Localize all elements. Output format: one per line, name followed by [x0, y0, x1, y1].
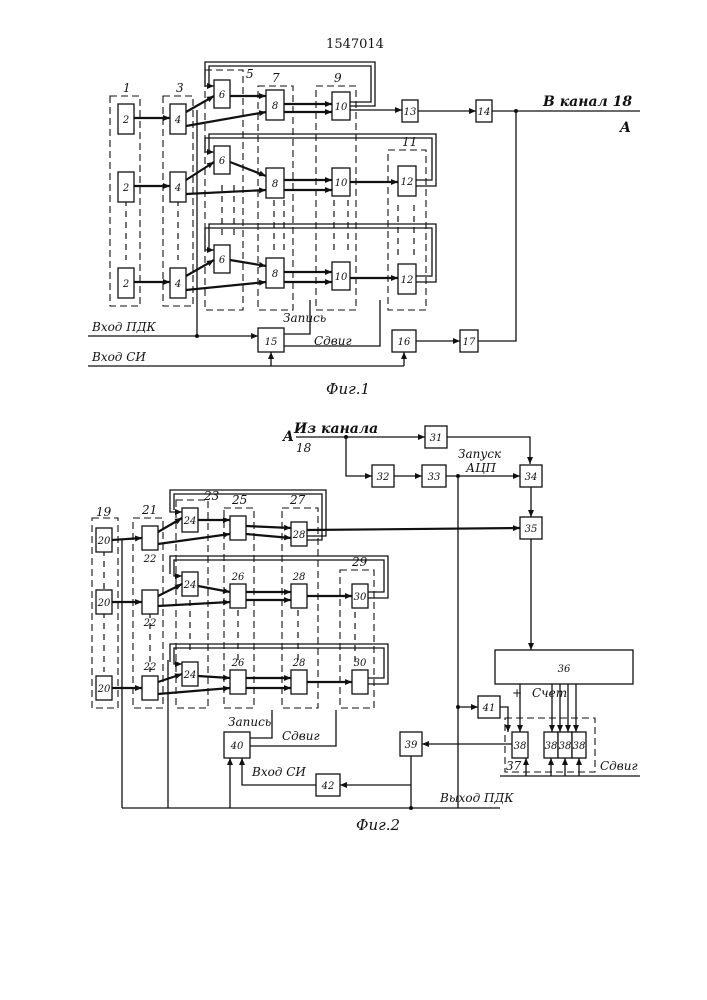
block-10-row1-label: 10 — [335, 102, 348, 113]
block-4-row3-label: 4 — [174, 279, 181, 290]
block-15-label: 15 — [265, 337, 278, 348]
point-a-fig1: A — [618, 120, 631, 136]
block-20-row3-label: 20 — [97, 684, 111, 695]
block-17-label: 17 — [463, 337, 476, 348]
block-10-row2-label: 10 — [335, 178, 348, 189]
block-30-row3-label: 30 — [354, 658, 367, 669]
group-label-9: 9 — [334, 71, 342, 85]
write-label-fig2: Запись — [228, 715, 271, 729]
block-20-row1-label: 20 — [97, 536, 111, 547]
block-28-row3 — [291, 670, 307, 694]
block-26-row2-label: 26 — [231, 572, 245, 583]
block-16-label: 16 — [398, 337, 411, 348]
block-4-row1-label: 4 — [174, 115, 181, 126]
block-28-row3-label: 28 — [292, 658, 306, 669]
block-2-row1-label: 2 — [122, 115, 129, 126]
block-30-row2-label: 30 — [354, 592, 367, 603]
block-39-label: 39 — [405, 740, 418, 751]
block-28-row2 — [291, 584, 307, 608]
group-label-29: 29 — [351, 555, 368, 569]
block-32-label: 32 — [377, 472, 390, 483]
block-20-row2-label: 20 — [97, 598, 111, 609]
block-13-label: 13 — [404, 107, 417, 118]
figure-1: 1 3 5 7 9 11 2 4 6 8 10 — [88, 62, 640, 398]
group-label-5: 5 — [246, 67, 254, 81]
block-22-row2 — [142, 590, 158, 614]
block-26-row1 — [230, 516, 246, 540]
block-37-label: 37 — [506, 759, 522, 773]
block-38-1-label: 38 — [514, 741, 527, 752]
input-si-label: Вход СИ — [91, 350, 146, 364]
block-38-4-label: 38 — [573, 741, 586, 752]
block-22-row1 — [142, 526, 158, 550]
shift-label-fig2: Сдвиг — [600, 759, 638, 773]
block-36-label: 36 — [558, 664, 571, 675]
block-12-row2-label: 12 — [401, 177, 414, 188]
block-22-row3 — [142, 676, 158, 700]
block-22-row3-label: 22 — [143, 662, 157, 673]
block-28-row2-label: 28 — [292, 572, 306, 583]
block-26-row2 — [230, 584, 246, 608]
block-31-label: 31 — [430, 433, 443, 444]
block-41-label: 41 — [482, 703, 496, 714]
block-14-label: 14 — [478, 107, 491, 118]
block-8-row3-label: 8 — [272, 269, 278, 280]
patent-number: 1547014 — [326, 37, 384, 52]
block-24-row3-label: 24 — [183, 670, 197, 681]
block-6-row3-label: 6 — [219, 255, 226, 266]
adc-start-label-2: АЦП — [465, 461, 497, 475]
group-label-19: 19 — [96, 505, 112, 519]
group-label-1: 1 — [123, 81, 131, 95]
group-label-27: 27 — [289, 493, 306, 507]
block-38-2-label: 38 — [545, 741, 558, 752]
figure-2: Из канала 18 A 31 32 33 Запуск АЦП 34 35… — [92, 421, 640, 834]
block-26-row3-label: 26 — [231, 658, 245, 669]
output-pdk-label: Выход ПДК — [439, 791, 514, 805]
adc-start-label-1: Запуск — [458, 447, 502, 461]
from-channel-label: Из канала — [293, 421, 378, 437]
block-26-row3 — [230, 670, 246, 694]
block-38-3-label: 38 — [559, 741, 572, 752]
block-8-row1-label: 8 — [272, 101, 278, 112]
block-12-row3-label: 12 — [401, 275, 414, 286]
block-33-label: 33 — [428, 472, 441, 483]
fig1-caption: Фиг.1 — [326, 380, 370, 398]
group-label-7: 7 — [272, 71, 280, 85]
block-10-row3-label: 10 — [335, 272, 348, 283]
group-label-25: 25 — [231, 493, 247, 507]
block-2-row3-label: 2 — [122, 279, 129, 290]
block-8-row2-label: 8 — [272, 179, 278, 190]
block-22-row1-label: 22 — [143, 554, 157, 565]
block-42-label: 42 — [321, 781, 335, 792]
input-si-fig2-label: Вход СИ — [251, 765, 306, 779]
output-label: В канал 18 — [542, 94, 632, 110]
block-6-row1-label: 6 — [219, 90, 226, 101]
write-label-fig1: Запись — [283, 311, 326, 325]
block-24-row2-label: 24 — [183, 580, 197, 591]
block-22-row2-label: 22 — [143, 618, 157, 629]
block-40-label: 40 — [230, 741, 244, 752]
block-28-row1-label: 28 — [292, 530, 306, 541]
shift-label-2-fig2: Сдвиг — [282, 729, 320, 743]
block-35-label: 35 — [525, 524, 538, 535]
group-label-23: 23 — [203, 489, 220, 503]
block-34-label: 34 — [525, 472, 538, 483]
group-label-3: 3 — [176, 81, 184, 95]
input-pdk-label: Вход ПДК — [91, 320, 156, 334]
block-30-row3 — [352, 670, 368, 694]
block-24-row1-label: 24 — [183, 516, 197, 527]
point-a-fig2: A — [281, 429, 294, 445]
channel-number-label: 18 — [296, 441, 312, 455]
group-label-11: 11 — [402, 135, 417, 149]
block-2-row2-label: 2 — [122, 183, 129, 194]
count-label: Счет — [532, 686, 567, 700]
block-6-row2-label: 6 — [219, 156, 226, 167]
block-4-row2-label: 4 — [174, 183, 181, 194]
fig2-caption: Фиг.2 — [356, 816, 400, 834]
group-label-21: 21 — [141, 503, 157, 517]
